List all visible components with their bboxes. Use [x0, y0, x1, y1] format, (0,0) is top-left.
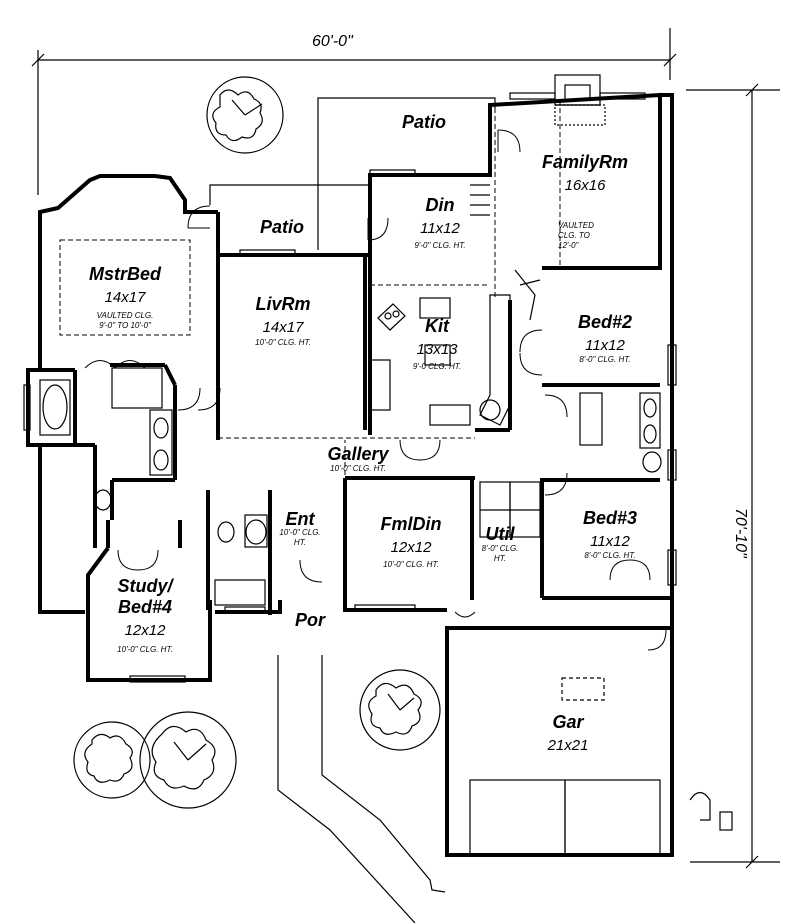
room-note: 10'-0" CLG. HT.	[117, 645, 173, 654]
tree-icon	[73, 721, 151, 799]
width-dimension-line	[31, 28, 677, 195]
room-name: Bed#3	[583, 508, 637, 528]
room-note: 8'-0" CLG. HT.	[579, 355, 630, 364]
room-note: 12'-0"	[558, 241, 580, 250]
room-note: 10'-0" CLG. HT.	[255, 338, 311, 347]
bathtub-icon	[39, 367, 603, 606]
room-note: 10'-0" CLG. HT.	[383, 560, 439, 569]
room-name: Util	[486, 524, 516, 544]
sink-icon	[149, 392, 661, 548]
tree-icon	[139, 711, 237, 809]
room-note: 9'-0" TO 10'-0"	[99, 321, 152, 330]
walkway	[277, 655, 446, 923]
room-label-gar: Gar 21x21	[547, 712, 589, 754]
overall-depth-label: 70'-10"	[732, 508, 749, 559]
room-note: HT.	[494, 554, 506, 563]
room-size: 16x16	[565, 177, 607, 194]
room-note: 9'-0" CLG. HT.	[414, 241, 465, 250]
room-name: Gar	[552, 712, 584, 732]
room-size: 13x13	[417, 341, 459, 358]
stairs-icon	[470, 184, 541, 321]
room-label-patio_top: Patio	[402, 112, 446, 132]
room-note: 8'-0" CLG.	[482, 544, 519, 553]
room-name: Ent	[286, 509, 316, 529]
room-label-study: Study/Bed#4 12x12 10'-0" CLG. HT.	[117, 576, 174, 654]
room-name: Study/	[117, 576, 174, 596]
room-name: Gallery	[327, 444, 389, 464]
room-size: 11x12	[585, 337, 625, 354]
room-size: 11x12	[420, 220, 460, 237]
garage-details	[469, 677, 733, 856]
room-size: 14x17	[105, 289, 147, 306]
room-label-patio_left: Patio	[260, 217, 304, 237]
room-note: VAULTED	[558, 221, 594, 230]
laundry-icon	[479, 481, 541, 538]
room-name: Patio	[402, 112, 446, 132]
room-label-din: Din 11x12 9'-0" CLG. HT.	[414, 195, 465, 250]
doors	[84, 129, 667, 651]
exterior-walls	[26, 92, 674, 857]
ceiling-outlines	[59, 100, 561, 475]
room-name-line2: Bed#4	[118, 597, 172, 617]
room-name: FamilyRm	[542, 152, 628, 172]
room-note: 9'-0 CLG. HT.	[413, 362, 461, 371]
room-name: Por	[295, 610, 326, 630]
room-label-fmldin: FmlDin 12x12 10'-0" CLG. HT.	[381, 514, 442, 569]
toilet-icon	[94, 451, 662, 543]
tree-icon	[359, 669, 441, 751]
interior-walls	[40, 255, 670, 615]
tree-icon	[206, 76, 284, 154]
room-name: Din	[426, 195, 455, 215]
room-note: HT.	[294, 538, 306, 547]
room-label-por: Por	[295, 610, 326, 630]
room-label-kit: Kit 13x13 9'-0 CLG. HT.	[413, 316, 461, 371]
room-name: Bed#2	[578, 312, 632, 332]
room-size: 12x12	[391, 539, 433, 556]
room-label-livrm: LivRm 14x17 10'-0" CLG. HT.	[255, 294, 311, 347]
depth-dimension-line	[686, 83, 780, 869]
room-name: FmlDin	[381, 514, 442, 534]
room-note: 8'-0" CLG. HT.	[584, 551, 635, 560]
fireplace-icon	[554, 74, 606, 126]
kitchen-island-icon	[369, 294, 511, 426]
room-size: 14x17	[263, 319, 305, 336]
room-note: 10'-0" CLG.	[279, 528, 320, 537]
room-note: 10'-0" CLG. HT.	[330, 464, 386, 473]
room-name: Kit	[425, 316, 450, 336]
room-name: LivRm	[255, 294, 310, 314]
room-size: 12x12	[125, 622, 167, 639]
room-name: Patio	[260, 217, 304, 237]
room-size: 21x21	[547, 737, 589, 754]
windows	[23, 92, 677, 683]
room-size: 11x12	[590, 533, 630, 550]
room-note: CLG. TO	[558, 231, 590, 240]
overall-width-label: 60'-0"	[312, 33, 354, 50]
room-note: VAULTED CLG.	[97, 311, 154, 320]
room-name: MstrBed	[89, 264, 162, 284]
